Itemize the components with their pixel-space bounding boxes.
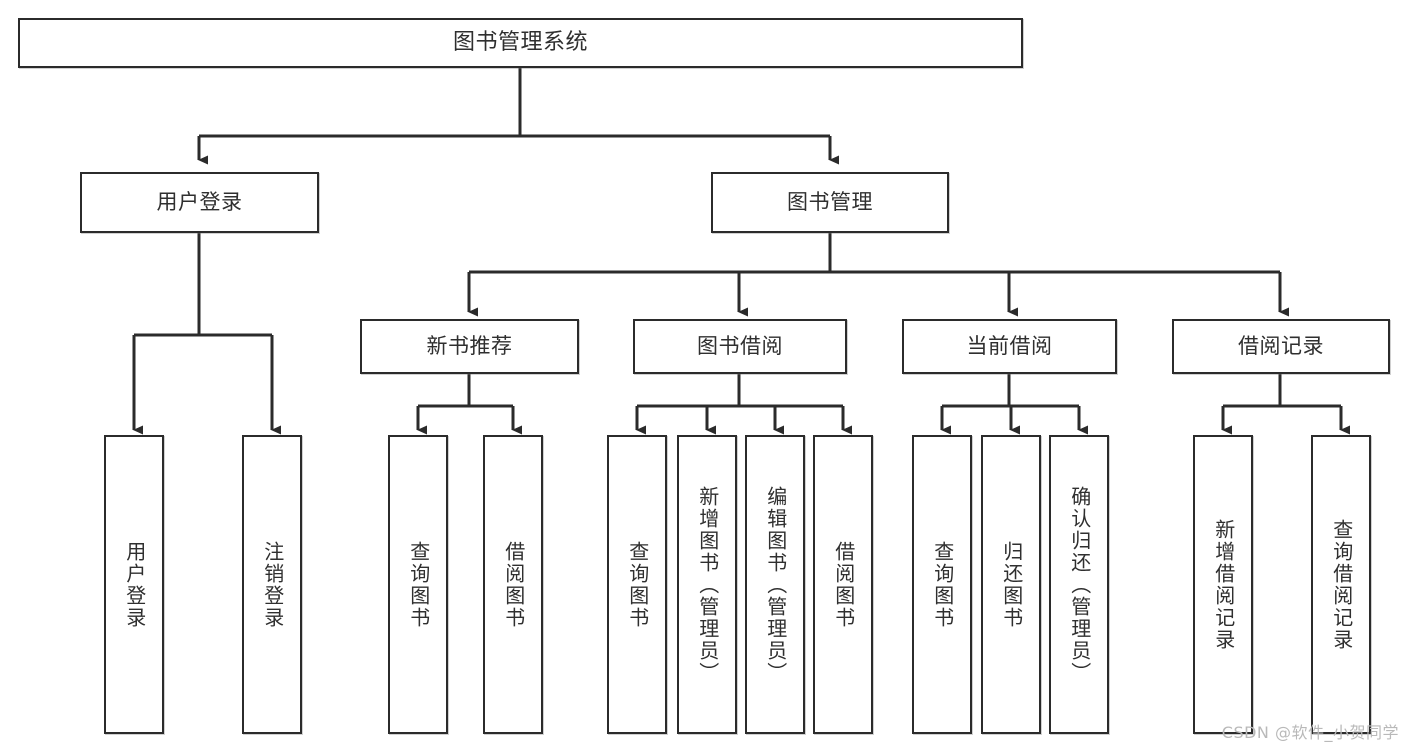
leaf-return-book[interactable]: 归还图书 <box>981 435 1041 734</box>
leaf-user-login[interactable]: 用户登录 <box>104 435 164 734</box>
node-label: 新增图书（管理员） <box>695 485 720 684</box>
node-book-borrowing[interactable]: 图书借阅 <box>633 319 847 374</box>
node-label: 借阅图书 <box>501 540 526 629</box>
node-user-login[interactable]: 用户登录 <box>80 172 319 233</box>
node-label: 查询图书 <box>406 540 431 629</box>
node-borrowing-record[interactable]: 借阅记录 <box>1172 319 1390 374</box>
node-label: 借阅记录 <box>1238 334 1324 359</box>
node-label: 图书管理系统 <box>452 30 588 56</box>
node-book-management-system[interactable]: 图书管理系统 <box>18 18 1023 68</box>
leaf-query-borrow-record[interactable]: 查询借阅记录 <box>1311 435 1371 734</box>
csdn-watermark: CSDN @软件_小贺同学 <box>1221 723 1399 742</box>
leaf-edit-book-admin[interactable]: 编辑图书（管理员） <box>745 435 805 734</box>
leaf-borrow-book-recommendation[interactable]: 借阅图书 <box>483 435 543 734</box>
leaf-add-borrow-record[interactable]: 新增借阅记录 <box>1193 435 1253 734</box>
node-label: 归还图书 <box>999 540 1024 629</box>
node-label: 当前借阅 <box>966 334 1053 359</box>
leaf-query-book-recommendation[interactable]: 查询图书 <box>388 435 448 734</box>
node-label: 查询图书 <box>625 540 650 629</box>
node-label: 查询图书 <box>930 540 955 629</box>
node-label: 图书借阅 <box>697 334 783 359</box>
leaf-query-book-current[interactable]: 查询图书 <box>912 435 972 734</box>
node-label: 查询借阅记录 <box>1329 518 1354 651</box>
node-label: 确认归还（管理员） <box>1067 485 1092 684</box>
node-label: 用户登录 <box>122 540 147 629</box>
node-label: 借阅图书 <box>831 540 856 629</box>
node-book-management[interactable]: 图书管理 <box>711 172 949 233</box>
node-label: 图书管理 <box>787 190 873 215</box>
leaf-confirm-return-admin[interactable]: 确认归还（管理员） <box>1049 435 1109 734</box>
leaf-logout[interactable]: 注销登录 <box>242 435 302 734</box>
leaf-add-book-admin[interactable]: 新增图书（管理员） <box>677 435 737 734</box>
node-current-borrowing[interactable]: 当前借阅 <box>902 319 1117 374</box>
node-label: 新增借阅记录 <box>1211 518 1236 651</box>
node-label: 新书推荐 <box>426 334 513 359</box>
node-label: 注销登录 <box>260 540 285 629</box>
leaf-borrow-book[interactable]: 借阅图书 <box>813 435 873 734</box>
node-label: 用户登录 <box>156 190 243 215</box>
leaf-query-book-borrowing[interactable]: 查询图书 <box>607 435 667 734</box>
node-label: 编辑图书（管理员） <box>763 485 788 684</box>
node-new-book-recommendation[interactable]: 新书推荐 <box>360 319 579 374</box>
